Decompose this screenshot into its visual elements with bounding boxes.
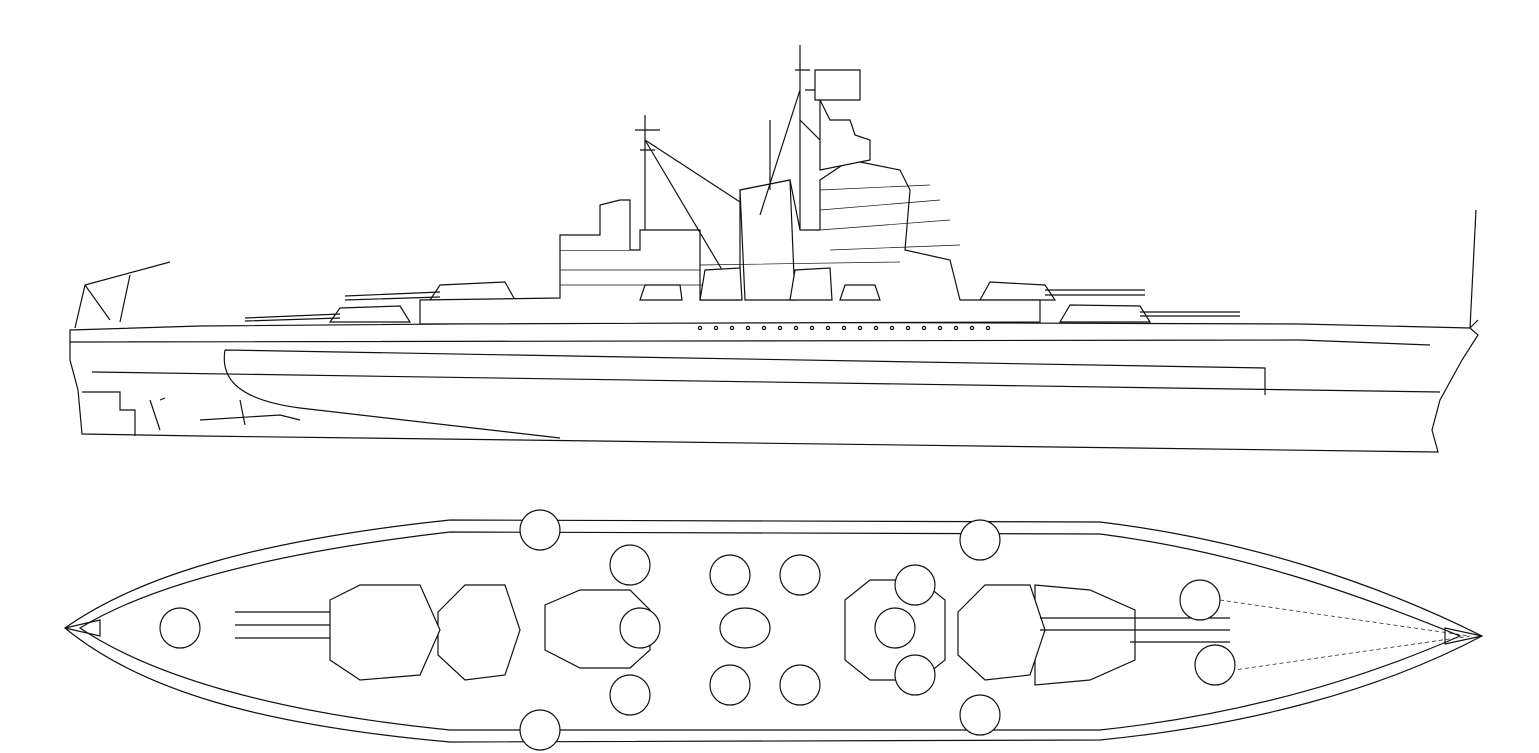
plan-view — [64, 509, 1484, 751]
porthole — [841, 325, 847, 331]
gun-mount — [779, 664, 821, 706]
secondary-mount-profile — [639, 267, 881, 301]
porthole — [825, 325, 831, 331]
gun-mount — [1194, 644, 1236, 686]
gun-mount — [1179, 579, 1221, 621]
gun-mount — [874, 607, 916, 649]
armor-belt — [223, 349, 1266, 439]
gun-mount — [779, 554, 821, 596]
porthole — [857, 325, 863, 331]
turret-1-plan — [1034, 584, 1136, 686]
porthole — [745, 325, 751, 331]
gun-mount — [894, 654, 936, 696]
aft-superstructure-plan — [544, 589, 651, 669]
porthole — [889, 325, 895, 331]
porthole — [713, 325, 719, 331]
porthole — [969, 325, 975, 331]
stern-crane — [74, 261, 171, 329]
gun-barrels-fwd-upper — [1045, 289, 1145, 296]
gun-mount — [519, 509, 561, 551]
turret-aft-upper — [428, 281, 517, 301]
porthole — [905, 325, 911, 331]
bridge-levels — [560, 184, 961, 286]
funnel — [739, 179, 796, 301]
gun-mount — [609, 544, 651, 586]
gun-mount — [709, 664, 751, 706]
rudder-and-propellers — [82, 391, 301, 436]
profile-view — [69, 45, 1479, 453]
porthole — [761, 325, 767, 331]
turret-fwd-upper — [978, 281, 1057, 301]
gun-mount — [159, 607, 201, 649]
portholes — [697, 325, 991, 331]
gun-mount — [959, 519, 1001, 561]
gun-mount — [519, 709, 561, 751]
centerline-dashed — [1219, 599, 1471, 673]
sheer-line — [69, 339, 1431, 346]
gun-mount — [609, 674, 651, 716]
secondary-mounts — [159, 509, 1236, 751]
gun-barrels-fwd-lower — [1140, 311, 1240, 317]
porthole — [793, 325, 799, 331]
porthole — [777, 325, 783, 331]
gun-mount — [619, 607, 661, 649]
gun-mount — [959, 694, 1001, 736]
porthole — [729, 325, 735, 331]
deck-edge-inner — [78, 531, 1462, 731]
gun-barrels-aft-upper — [344, 291, 441, 301]
hull-plan — [64, 519, 1484, 743]
gun-mount — [894, 564, 936, 606]
fwd-director — [814, 69, 871, 171]
porthole — [873, 325, 879, 331]
aft-tower — [559, 199, 631, 250]
hull-profile — [69, 321, 1479, 453]
turret-aft-lower — [328, 305, 412, 323]
bow-stem — [1469, 209, 1479, 329]
turret-2-plan — [957, 584, 1046, 681]
porthole — [937, 325, 943, 331]
porthole — [697, 325, 703, 331]
turret-3-plan — [437, 584, 521, 681]
porthole — [921, 325, 927, 331]
funnel-plan — [719, 607, 771, 649]
gun-barrels-aft-lower — [244, 313, 341, 322]
gun-mount — [709, 554, 751, 596]
porthole — [953, 325, 959, 331]
waterline — [91, 371, 1441, 393]
gun-barrels-plan — [235, 611, 1230, 643]
porthole — [985, 325, 991, 331]
turret-4-plan — [329, 584, 441, 681]
aft-mast — [635, 115, 761, 301]
bow-plan-tip — [64, 619, 1483, 645]
porthole — [809, 325, 815, 331]
turret-fwd-lower — [1058, 304, 1152, 323]
